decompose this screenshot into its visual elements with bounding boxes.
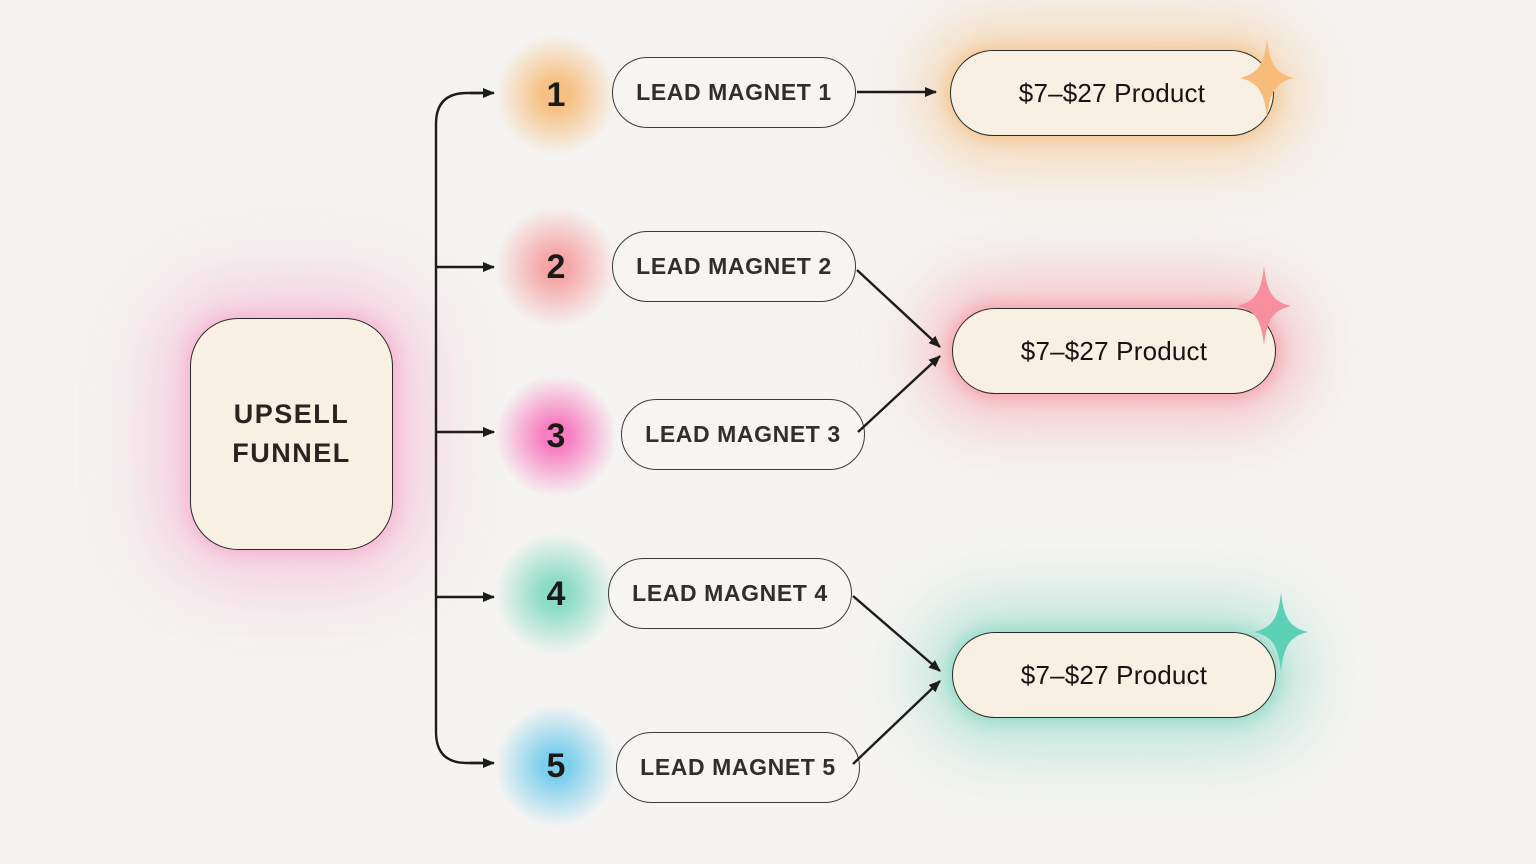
product-label: $7–$27 Product bbox=[1018, 77, 1206, 108]
funnel-title-line2: FUNNEL bbox=[232, 438, 351, 468]
sparkle-icon bbox=[1237, 266, 1291, 346]
lead-magnet-3-node: LEAD MAGNET 3 bbox=[621, 399, 865, 470]
lead-magnet-label: LEAD MAGNET 2 bbox=[636, 253, 832, 279]
lead-magnet-4-node: LEAD MAGNET 4 bbox=[608, 558, 852, 629]
lm5-to-product3-arrow bbox=[852, 680, 941, 765]
product-label: $7–$27 Product bbox=[1020, 659, 1208, 690]
step-number: 4 bbox=[546, 574, 566, 613]
lead-magnet-5-node: LEAD MAGNET 5 bbox=[616, 732, 860, 803]
lead-magnet-label: LEAD MAGNET 3 bbox=[645, 421, 841, 447]
step-badge-2: 2 bbox=[494, 205, 618, 329]
product-1-node: $7–$27 Product bbox=[950, 50, 1274, 136]
product-3-node: $7–$27 Product bbox=[952, 632, 1276, 718]
lead-magnet-label: LEAD MAGNET 1 bbox=[636, 79, 832, 105]
lead-magnet-label: LEAD MAGNET 5 bbox=[640, 754, 836, 780]
step-badge-3: 3 bbox=[494, 374, 618, 498]
step-badge-5: 5 bbox=[494, 704, 618, 828]
product-2-node: $7–$27 Product bbox=[952, 308, 1276, 394]
step-number: 3 bbox=[546, 416, 566, 455]
step-badge-1: 1 bbox=[494, 33, 618, 157]
trunk-line bbox=[434, 91, 482, 765]
product-label: $7–$27 Product bbox=[1020, 335, 1208, 366]
lead-magnet-1-node: LEAD MAGNET 1 bbox=[612, 57, 856, 128]
lm4-to-product3-arrow bbox=[852, 595, 941, 672]
lead-magnet-2-node: LEAD MAGNET 2 bbox=[612, 231, 856, 302]
lm3-to-product2-arrow bbox=[857, 355, 941, 433]
upsell-funnel-node: UPSELL FUNNEL bbox=[190, 318, 393, 550]
step-number: 1 bbox=[546, 75, 566, 114]
funnel-title-line1: UPSELL bbox=[233, 399, 350, 429]
step-number: 5 bbox=[546, 746, 566, 785]
lm2-to-product2-arrow bbox=[856, 269, 941, 348]
step-number: 2 bbox=[546, 247, 566, 286]
step-badge-4: 4 bbox=[494, 532, 618, 656]
sparkle-icon bbox=[1240, 38, 1294, 118]
sparkle-icon bbox=[1254, 592, 1308, 672]
lead-magnet-label: LEAD MAGNET 4 bbox=[632, 580, 828, 606]
